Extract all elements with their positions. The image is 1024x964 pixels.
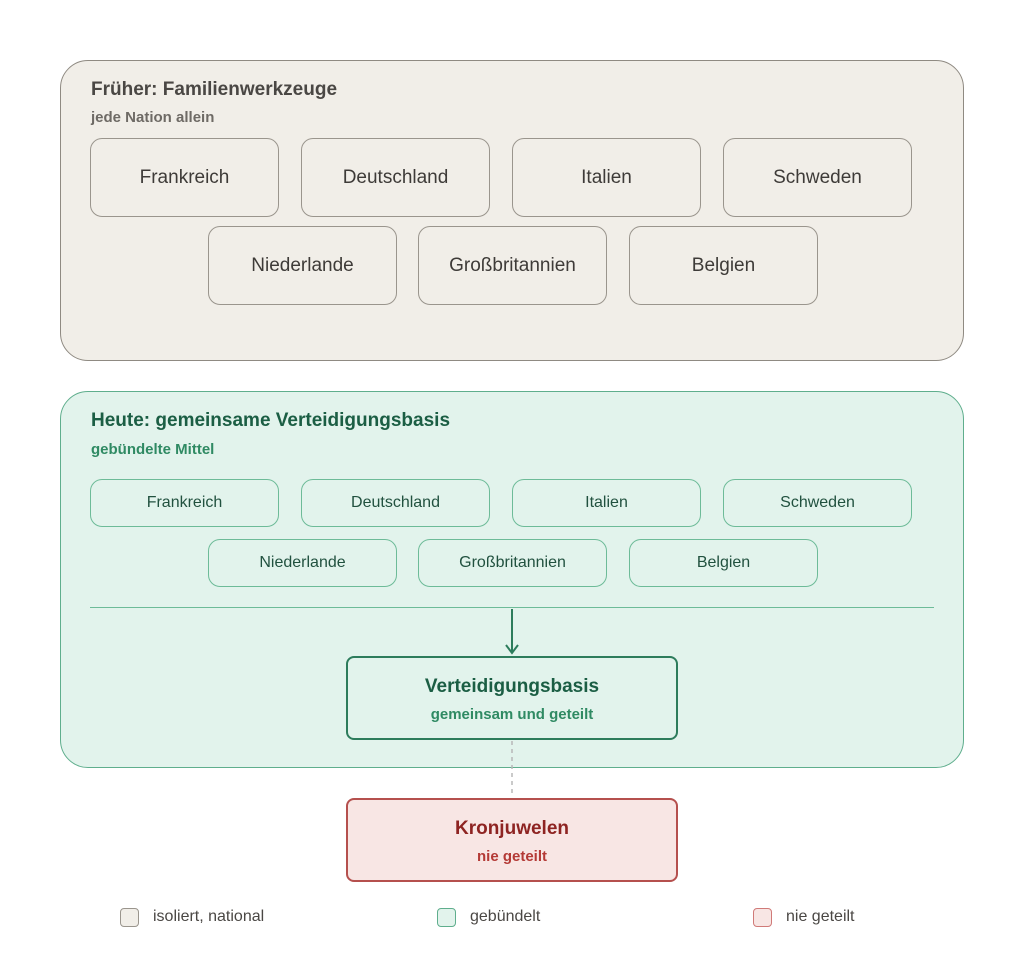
today-nation-frankreich: Frankreich <box>90 479 279 527</box>
past-nation-schweden: Schweden <box>723 138 912 217</box>
panel-today-title: Heute: gemeinsame Verteidigungsbasis <box>91 410 451 431</box>
past-nation-italien: Italien <box>512 138 701 217</box>
today-nation-deutschland: Deutschland <box>301 479 490 527</box>
today-nation-grossbritannien: Großbritannien <box>418 539 607 587</box>
past-nation-grossbritannien: Großbritannien <box>418 226 607 305</box>
panel-today-subtitle: gebündelte Mittel <box>91 441 215 458</box>
legend-item-pooled: gebündelt <box>437 906 540 928</box>
crown-jewels-title: Kronjuwelen <box>454 818 569 839</box>
pooling-divider <box>90 607 934 608</box>
crown-jewels-subtitle: nie geteilt <box>476 848 547 865</box>
defence-base-subtitle: gemeinsam und geteilt <box>430 706 594 723</box>
legend-label: nie geteilt <box>786 908 855 925</box>
today-nation-belgien: Belgien <box>629 539 818 587</box>
past-nation-frankreich: Frankreich <box>90 138 279 217</box>
legend-label: isoliert, national <box>153 908 265 925</box>
past-nation-belgien: Belgien <box>629 226 818 305</box>
today-nation-schweden: Schweden <box>723 479 912 527</box>
crown-jewels-box: Kronjuwelen nie geteilt <box>346 798 678 882</box>
panel-past-title: Früher: Familienwerkzeuge <box>91 79 338 100</box>
legend-item-never-shared: nie geteilt <box>753 906 855 928</box>
legend-item-isolated: isoliert, national <box>120 906 264 928</box>
legend-label: gebündelt <box>470 908 541 925</box>
defence-base-box: Verteidigungsbasis gemeinsam und geteilt <box>346 656 678 740</box>
today-nation-niederlande: Niederlande <box>208 539 397 587</box>
today-nation-italien: Italien <box>512 479 701 527</box>
legend-swatch <box>437 907 456 927</box>
legend-swatch <box>753 907 772 927</box>
past-nation-niederlande: Niederlande <box>208 226 397 305</box>
panel-past-subtitle: jede Nation allein <box>91 109 215 126</box>
arrow-head <box>505 644 519 655</box>
legend-swatch <box>120 907 139 927</box>
defence-base-title: Verteidigungsbasis <box>424 676 600 697</box>
past-nation-deutschland: Deutschland <box>301 138 490 217</box>
